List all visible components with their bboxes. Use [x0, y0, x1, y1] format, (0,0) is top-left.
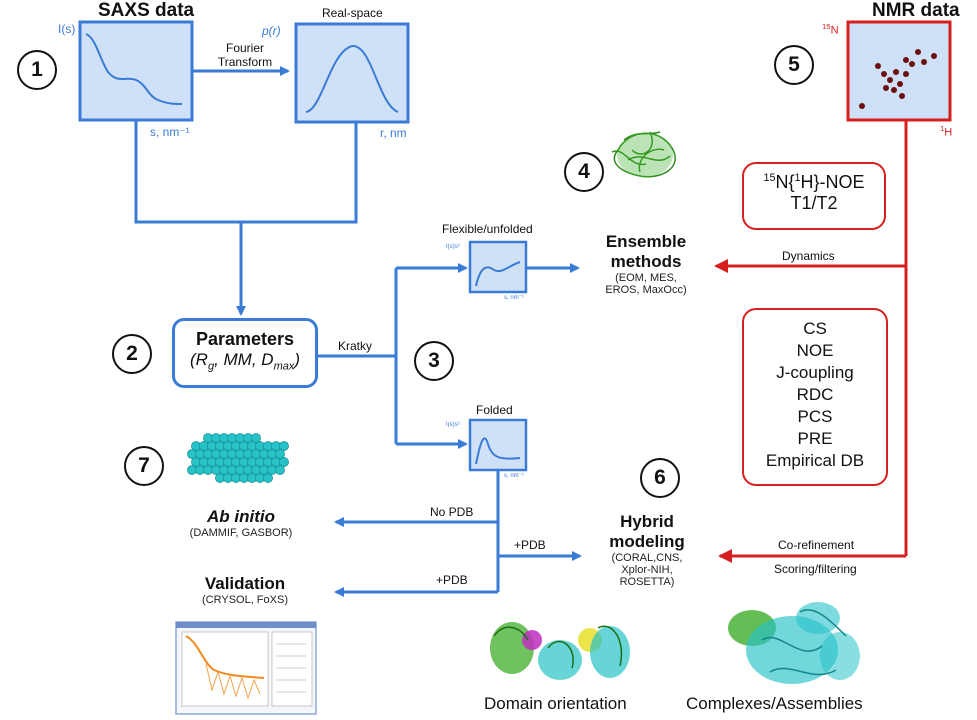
- restraint-item: NOE: [796, 341, 834, 360]
- saxs-xlabel: s, nm⁻¹: [150, 125, 190, 139]
- hybrid-title-line2: modeling: [609, 532, 685, 551]
- flexible-ylabel: I(s)s²: [446, 244, 460, 250]
- validation-tools: (CRYSOL, FoXS): [202, 594, 288, 606]
- validation-screenshot: [175, 621, 317, 715]
- relaxation-line2: T1/T2: [790, 193, 838, 213]
- hybrid-tools-line1: (CORAL,CNS,: [611, 552, 683, 564]
- nmr-title: NMR data: [872, 0, 960, 21]
- fourier-label-line1: Fourier: [225, 41, 264, 55]
- fourier-label-line2: Transform: [217, 55, 273, 69]
- parameters-title: Parameters: [195, 329, 295, 349]
- abinitio-tools: (DAMMIF, GASBOR): [189, 527, 293, 539]
- hybrid-block: Hybrid modeling (CORAL,CNS, Xplor-NIH, R…: [584, 512, 710, 588]
- abinitio-block: Ab initio (DAMMIF, GASBOR): [166, 507, 316, 539]
- restraint-item: PRE: [797, 429, 833, 448]
- restraint-item: CS: [803, 319, 827, 338]
- bead: [279, 457, 289, 467]
- ensemble-tools-line2: EROS, MaxOcc): [605, 284, 687, 296]
- hybrid-tools-line3: ROSETTA): [619, 576, 675, 588]
- bead-model-image: [187, 433, 289, 483]
- folded-kratky-plot: [468, 418, 528, 472]
- restraint-item: J-coupling: [776, 363, 854, 382]
- scoring-label: Scoring/filtering: [774, 562, 857, 576]
- hybrid-tools-line2: Xplor-NIH,: [621, 564, 673, 576]
- no-pdb-label: No PDB: [430, 505, 474, 519]
- pr-xlabel: r, nm: [380, 126, 407, 140]
- pdb-validation-label: +PDB: [436, 573, 468, 587]
- folded-output-lines: [340, 470, 572, 594]
- abinitio-title: Ab initio: [207, 507, 275, 526]
- bead: [251, 433, 261, 443]
- step-2-circle: 2: [112, 334, 152, 374]
- ensemble-title-line1: Ensemble: [605, 232, 687, 251]
- restraint-item: Empirical DB: [765, 451, 865, 470]
- domain-orientation-label: Domain orientation: [484, 694, 627, 713]
- validation-title: Validation: [204, 574, 286, 593]
- step-1-circle: 1: [17, 50, 57, 90]
- ensemble-tools-line1: (EOM, MES,: [615, 272, 677, 284]
- ensemble-block: Ensemble methods (EOM, MES, EROS, MaxOcc…: [584, 232, 708, 296]
- step-3-circle: 3: [414, 341, 454, 381]
- validation-block: Validation (CRYSOL, FoXS): [170, 574, 320, 606]
- bead: [263, 473, 273, 483]
- kratky-branch-lines: [318, 266, 460, 446]
- pdb-hybrid-label: +PDB: [514, 538, 546, 552]
- flexible-label: Flexible/unfolded: [442, 222, 533, 236]
- saxs-merge-lines: [134, 120, 358, 312]
- hybrid-title-line1: Hybrid: [620, 512, 674, 531]
- bead: [275, 465, 285, 475]
- complexes-label: Complexes/Assemblies: [686, 694, 863, 713]
- folded-xlabel: s, nm⁻¹: [504, 473, 524, 479]
- flexible-kratky-plot: [468, 240, 528, 294]
- step-6-circle: 6: [640, 458, 680, 498]
- restraint-item: RDC: [796, 385, 834, 404]
- nmr-xlabel: 1H: [940, 124, 953, 139]
- corefinement-label: Co-refinement: [778, 538, 855, 552]
- pair-distance-curve: [305, 44, 399, 113]
- bead: [279, 441, 289, 451]
- ensemble-protein-image: [611, 131, 676, 178]
- parameters-vars: (Rg, MM, Dmax): [189, 350, 301, 373]
- pr-ylabel: p(r): [262, 24, 281, 38]
- nmr-ylabel: 15N: [822, 22, 839, 37]
- pair-distance-plot: [294, 22, 410, 124]
- complexes-image: [728, 602, 860, 684]
- domain-orientation-image: [490, 622, 630, 680]
- dynamics-label: Dynamics: [782, 249, 835, 263]
- relaxation-line1: 15N{1H}-NOE: [763, 172, 865, 192]
- step-7-circle: 7: [124, 446, 164, 486]
- nmr-spectrum-plot: [846, 20, 952, 122]
- saxs-intensity-plot: [78, 20, 194, 122]
- ensemble-title-line2: methods: [610, 252, 682, 271]
- restraint-item: PCS: [797, 407, 833, 426]
- saxs-title: SAXS data: [98, 0, 195, 21]
- step-5-circle: 5: [774, 45, 814, 85]
- parameters-box: Parameters (Rg, MM, Dmax): [172, 318, 318, 388]
- folded-ylabel: I(s)s²: [446, 422, 460, 428]
- saxs-ylabel: I(s): [58, 22, 76, 36]
- nmr-peaks: [859, 49, 937, 109]
- folded-label: Folded: [476, 403, 513, 417]
- bead: [275, 449, 285, 459]
- fourier-label: Fourier Transform: [202, 41, 288, 69]
- flexible-xlabel: s, nm⁻¹: [504, 295, 524, 301]
- real-space-title: Real-space: [322, 6, 383, 20]
- kratky-label: Kratky: [338, 339, 373, 353]
- saxs-intensity-curve: [85, 33, 183, 105]
- nmr-relaxation-box: 15N{1H}-NOE T1/T2: [742, 162, 886, 230]
- step-4-circle: 4: [564, 152, 604, 192]
